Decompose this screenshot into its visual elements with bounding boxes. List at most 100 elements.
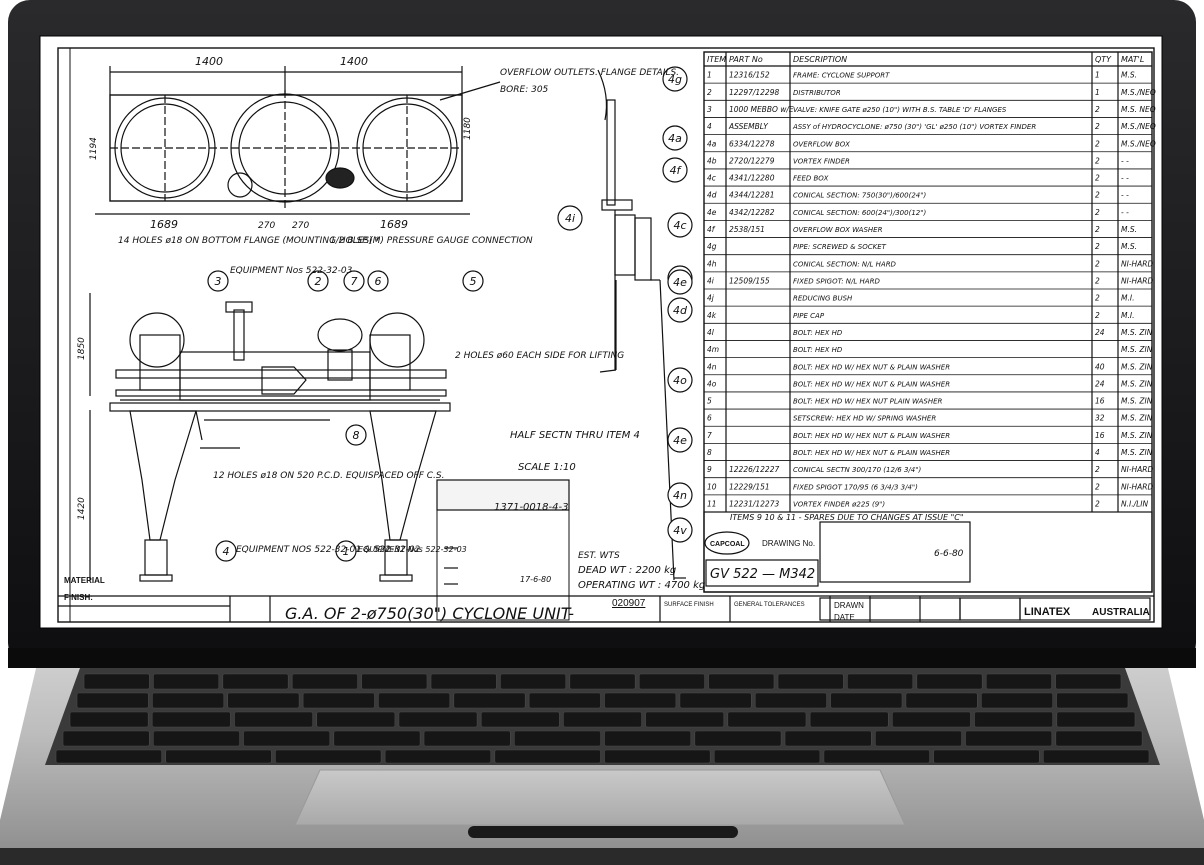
table-row-8-cell-1: 4342/12282 bbox=[729, 208, 775, 217]
keyboard-key bbox=[891, 711, 971, 728]
callout-bubble-4v: 4v bbox=[667, 517, 693, 543]
table-row-18-cell-0: 4o bbox=[707, 379, 717, 388]
table-row-15-cell-2: BOLT: HEX HD bbox=[793, 329, 843, 337]
callout-bubble-2: 2 bbox=[307, 270, 329, 292]
table-row-6-cell-3: 2 bbox=[1095, 174, 1100, 183]
svg-text:6: 6 bbox=[375, 275, 382, 288]
keyboard-key bbox=[974, 711, 1053, 728]
hinge bbox=[8, 648, 1196, 668]
callout-bubble-3: 3 bbox=[207, 270, 229, 292]
table-row-10-cell-2: PIPE: SCREWED & SOCKET bbox=[793, 243, 887, 251]
table-row-16-cell-4: M.S. ZIN bbox=[1121, 345, 1153, 354]
table-row-4-cell-0: 4a bbox=[707, 139, 717, 148]
scale: SCALE 1:10 bbox=[518, 462, 576, 473]
keyboard-key bbox=[384, 749, 492, 764]
svg-text:3: 3 bbox=[215, 275, 222, 288]
drawing-labels: 1400 1400 OVERFLOW OUTLETS. FLANGE DETAI… bbox=[64, 55, 1150, 623]
table-row-9-cell-0: 4f bbox=[707, 225, 716, 234]
keyboard-key bbox=[694, 730, 782, 747]
callout-bubble-4g: 4g bbox=[662, 66, 688, 92]
approval-date: 17-6-80 bbox=[520, 575, 551, 584]
table-row-8-cell-0: 4e bbox=[707, 208, 717, 217]
table-row-7-cell-4: - - bbox=[1121, 191, 1129, 200]
table-row-17-cell-0: 4n bbox=[707, 362, 717, 371]
table-row-7-cell-1: 4344/12281 bbox=[729, 191, 774, 200]
table-header-1: PART No bbox=[729, 55, 763, 64]
keyboard-key bbox=[809, 711, 889, 728]
dim-1400-right: 1400 bbox=[340, 55, 368, 68]
keyboard-key bbox=[1056, 711, 1136, 728]
table-row-15-cell-4: M.S. ZIN bbox=[1121, 328, 1153, 337]
callout-bubble-4o: 4o bbox=[667, 367, 693, 393]
table-row-1-cell-1: 12297/12298 bbox=[729, 88, 779, 97]
table-row-2-cell-0: 3 bbox=[707, 105, 712, 114]
table-row-23-cell-3: 2 bbox=[1095, 465, 1100, 474]
keyboard-key bbox=[333, 730, 421, 747]
keyboard-key bbox=[513, 730, 601, 747]
drawing-number: GV 522 — M342 bbox=[710, 567, 815, 582]
linatex-brand: LINATEX bbox=[1024, 606, 1071, 618]
country-label: AUSTRALIA bbox=[1092, 607, 1150, 618]
table-row-17-cell-3: 40 bbox=[1095, 362, 1105, 371]
table-row-11-cell-4: NI-HARD bbox=[1121, 259, 1154, 268]
dead-weight: DEAD WT : 2200 kg bbox=[578, 565, 676, 576]
table-row-8-cell-2: CONICAL SECTION: 600(24")/300(12") bbox=[793, 209, 926, 217]
keyboard-keys bbox=[55, 673, 1150, 764]
keyboard-key bbox=[291, 673, 358, 690]
keyboard-key bbox=[604, 692, 677, 709]
svg-text:4i: 4i bbox=[565, 212, 575, 225]
keyboard-key bbox=[316, 711, 396, 728]
keyboard-key bbox=[784, 730, 872, 747]
callout-bubble-4n: 4n bbox=[667, 482, 693, 508]
table-row-3-cell-3: 2 bbox=[1095, 122, 1100, 131]
table-row-12-cell-2: FIXED SPIGOT: N/L HARD bbox=[793, 278, 880, 286]
table-row-25-cell-3: 2 bbox=[1095, 500, 1100, 509]
tolerances-label: GENERAL TOLERANCES bbox=[734, 602, 805, 608]
table-row-4-cell-1: 6334/12278 bbox=[729, 139, 775, 148]
table-row-0-cell-3: 1 bbox=[1095, 71, 1100, 80]
dim-1194: 1194 bbox=[89, 137, 99, 160]
keyboard-key bbox=[830, 692, 903, 709]
keyboard-key bbox=[874, 730, 962, 747]
reference-number: 020907 bbox=[612, 598, 646, 609]
table-row-3-cell-2: ASSY of HYDROCYCLONE: ø750 (30") 'GL' ø2… bbox=[792, 123, 1036, 131]
callout-bubble-4i: 4i bbox=[557, 205, 583, 231]
table-row-22-cell-3: 4 bbox=[1095, 448, 1100, 457]
table-row-20-cell-0: 6 bbox=[707, 414, 712, 423]
table-row-10-cell-3: 2 bbox=[1095, 242, 1100, 251]
table-row-24-cell-3: 2 bbox=[1095, 482, 1100, 491]
keyboard-key bbox=[645, 711, 725, 728]
table-row-7-cell-3: 2 bbox=[1095, 191, 1100, 200]
dim-1850: 1850 bbox=[77, 337, 87, 360]
half-section: HALF SECTN THRU ITEM 4 bbox=[510, 430, 640, 441]
table-row-23-cell-1: 12226/12227 bbox=[729, 465, 779, 474]
dim-1420: 1420 bbox=[77, 497, 87, 520]
holes-top-note: 14 HOLES ø18 ON BOTTOM FLANGE (MOUNTING … bbox=[118, 236, 381, 246]
keyboard-key bbox=[933, 749, 1040, 764]
equipment-bottom-right: EQUIPMENT Nos 522-32-03 bbox=[358, 545, 467, 554]
callout-bubble-7: 7 bbox=[343, 270, 365, 292]
keyboard-key bbox=[1056, 692, 1129, 709]
keyboard-key bbox=[153, 673, 220, 690]
keyboard-key bbox=[234, 711, 313, 728]
table-row-22-cell-4: M.S. ZIN bbox=[1121, 448, 1153, 457]
table-header-2: DESCRIPTION bbox=[793, 55, 847, 64]
table-row-6-cell-4: - - bbox=[1121, 174, 1129, 183]
keyboard-key bbox=[754, 692, 827, 709]
keyboard-key bbox=[727, 711, 807, 728]
keyboard-key bbox=[378, 692, 451, 709]
table-row-21-cell-0: 7 bbox=[707, 431, 712, 440]
table-row-6-cell-1: 4341/12280 bbox=[729, 174, 775, 183]
holes-bottom-note: 12 HOLES ø18 ON 520 P.C.D. EQUISPACED OF… bbox=[213, 471, 444, 481]
svg-text:4f: 4f bbox=[670, 164, 683, 177]
table-row-9-cell-3: 2 bbox=[1095, 225, 1100, 234]
table-row-8-cell-4: - - bbox=[1121, 208, 1129, 217]
callout-bubble-4d: 4d bbox=[667, 297, 693, 323]
table-row-19-cell-2: BOLT: HEX HD W/ HEX NUT PLAIN WASHER bbox=[793, 398, 943, 406]
keyboard-key bbox=[76, 692, 149, 709]
drawing-number-label: DRAWING No. bbox=[762, 539, 815, 548]
table-row-14-cell-4: M.I. bbox=[1121, 311, 1134, 320]
table-row-4-cell-4: M.S./NEO bbox=[1121, 139, 1156, 148]
keyboard-key bbox=[275, 749, 382, 764]
